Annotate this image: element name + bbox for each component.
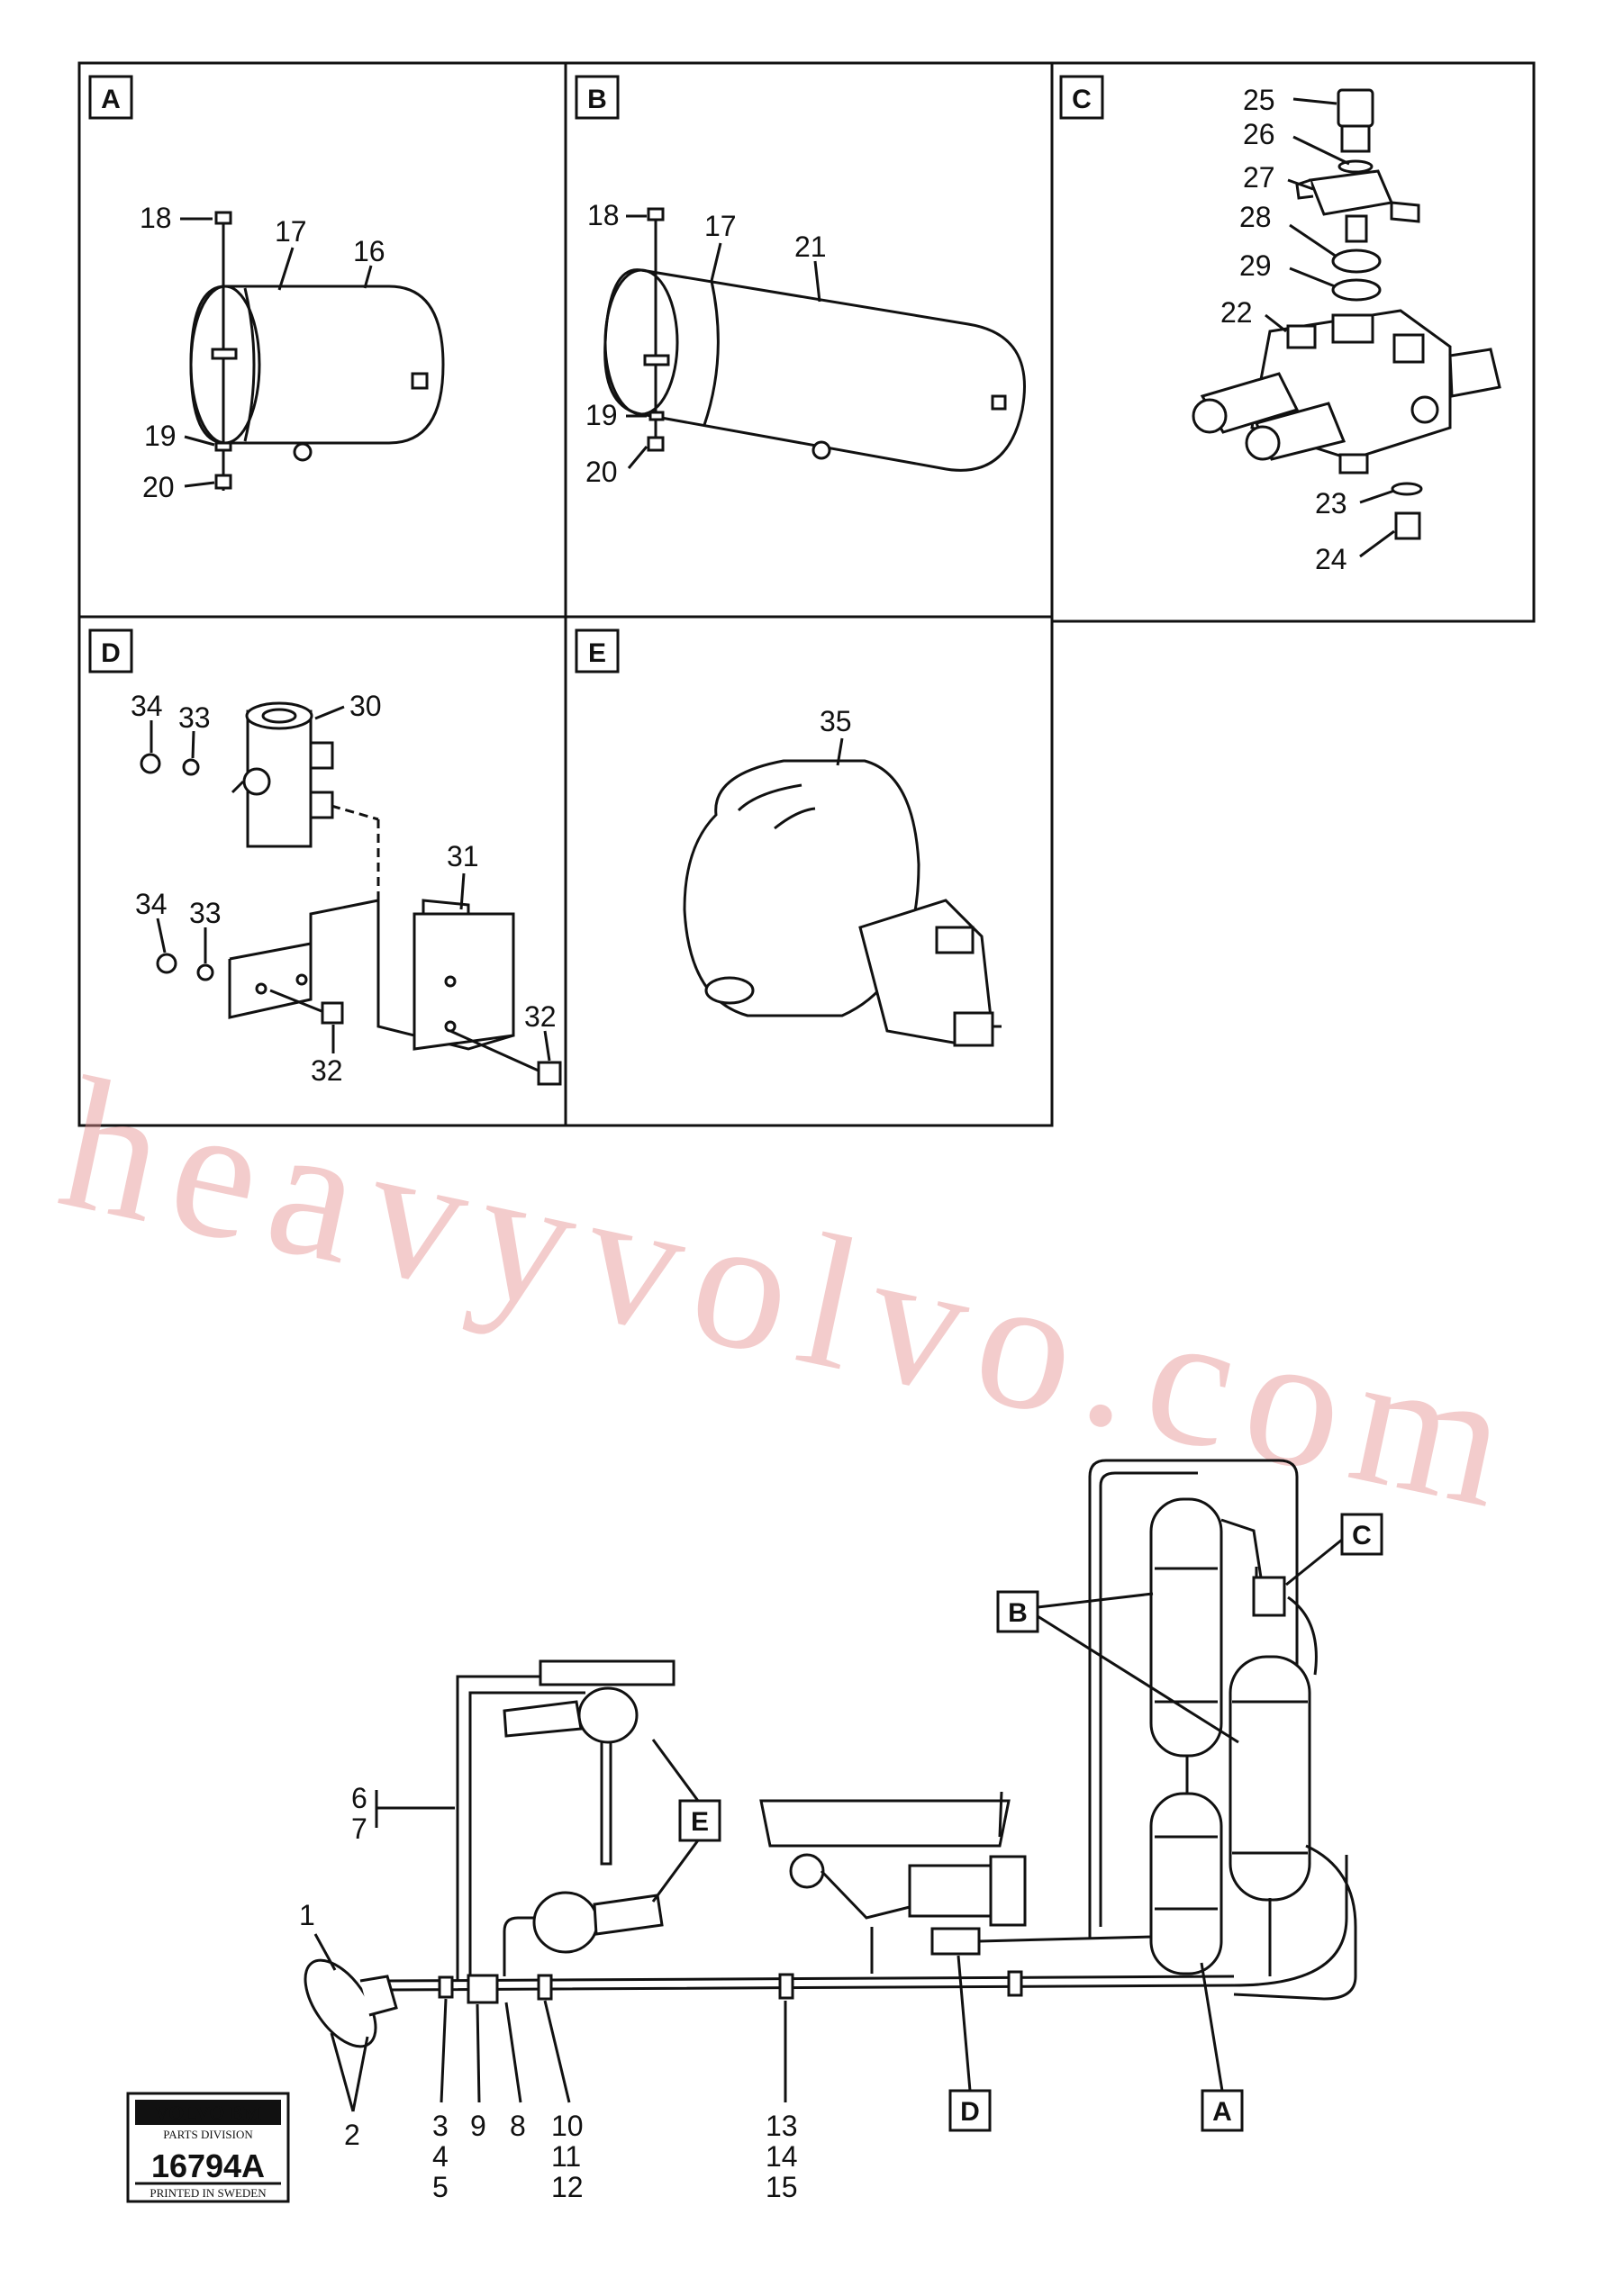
part-label-23: 23 [1315,487,1347,520]
part-label-13: 13 [766,2110,798,2142]
part-label-7: 7 [351,1812,367,1845]
panel-e-leader-line [836,737,844,766]
overview-callout-d: D [948,1955,992,2132]
logo-division: PARTS DIVISION [163,2128,253,2141]
part-label-33-lower: 33 [189,897,222,929]
part-label-6: 6 [351,1782,367,1814]
volvo-bm-logo-block: VOLVO BM PARTS DIVISION 16794A PRINTED I… [126,2092,290,2203]
part-label-20: 20 [142,471,175,503]
overview-leader-lines [313,1790,787,2112]
part-label-22: 22 [1220,296,1253,329]
part-label-4: 4 [432,2140,449,2173]
panel-c-valve-assembly [1192,88,1501,540]
panel-grid [77,61,1536,1127]
svg-text:A: A [101,85,121,114]
part-label-30: 30 [349,690,382,722]
part-label-25: 25 [1243,84,1275,116]
panel-b-leader-lines [626,214,821,469]
part-label-34: 34 [131,690,163,722]
part-label-29: 29 [1239,249,1272,282]
part-label-32-right: 32 [524,1000,557,1033]
part-label-10: 10 [551,2110,584,2142]
overview-callout-e: E [651,1739,721,1903]
panel-b-air-tank [603,207,1026,472]
part-label-19: 19 [144,420,177,452]
overview-piping [304,1459,1357,2048]
part-label-18-b: 18 [587,199,620,231]
svg-text:E: E [588,638,606,668]
panel-d-bracket-assembly [140,701,562,1086]
svg-text:A: A [1212,2097,1232,2127]
panel-a-air-tank [189,211,445,491]
part-label-1: 1 [299,1899,315,1931]
watermark-text: heavyvolvo.com [45,1038,1538,1550]
panel-key-e: E [575,628,620,673]
part-label-2: 2 [344,2119,360,2151]
part-label-11: 11 [551,2140,581,2173]
panel-key-c: C [1059,75,1104,120]
part-label-24: 24 [1315,543,1347,575]
panel-d-leader-lines [150,705,551,1062]
logo-brand: VOLVO BM [155,2102,262,2124]
part-label-20-b: 20 [585,456,618,488]
panel-key-a: A [88,75,133,120]
svg-text:D: D [101,638,121,668]
part-label-35: 35 [820,705,852,737]
part-label-32-left: 32 [311,1054,343,1087]
part-label-9: 9 [470,2110,486,2142]
overview-callout-a: A [1200,1962,1244,2132]
logo-reference-number: 16794A [151,2147,265,2184]
part-label-17-b: 17 [704,210,737,242]
panel-c-leader-lines [1265,97,1395,558]
overview-callout-c: C [1285,1513,1383,1586]
logo-printed-in: PRINTED IN SWEDEN [150,2186,267,2200]
svg-text:B: B [1008,1598,1028,1628]
panel-e-brake-chamber [683,759,1002,1047]
part-label-21: 21 [794,231,827,263]
part-label-15: 15 [766,2171,798,2203]
part-label-17: 17 [275,215,307,248]
part-label-26: 26 [1243,118,1275,150]
part-label-16: 16 [353,235,385,267]
part-label-31: 31 [447,840,479,872]
panel-a-leader-lines [180,217,373,488]
part-label-5: 5 [432,2171,449,2203]
part-label-3: 3 [432,2110,449,2142]
overview-callout-b: B [996,1590,1239,1744]
part-label-33: 33 [178,701,211,734]
part-label-19-b: 19 [585,399,618,431]
svg-text:B: B [587,85,607,114]
part-label-8: 8 [510,2110,526,2142]
part-label-14: 14 [766,2140,798,2173]
part-label-27: 27 [1243,161,1275,194]
svg-text:D: D [960,2097,980,2127]
svg-text:C: C [1072,85,1092,114]
panel-key-d: D [88,628,133,673]
panel-key-b: B [575,75,620,120]
svg-text:C: C [1352,1521,1372,1550]
svg-text:E: E [691,1807,709,1837]
part-label-18: 18 [140,202,172,234]
part-label-12: 12 [551,2171,584,2203]
part-label-34-lower: 34 [135,888,168,920]
part-label-28: 28 [1239,201,1272,233]
